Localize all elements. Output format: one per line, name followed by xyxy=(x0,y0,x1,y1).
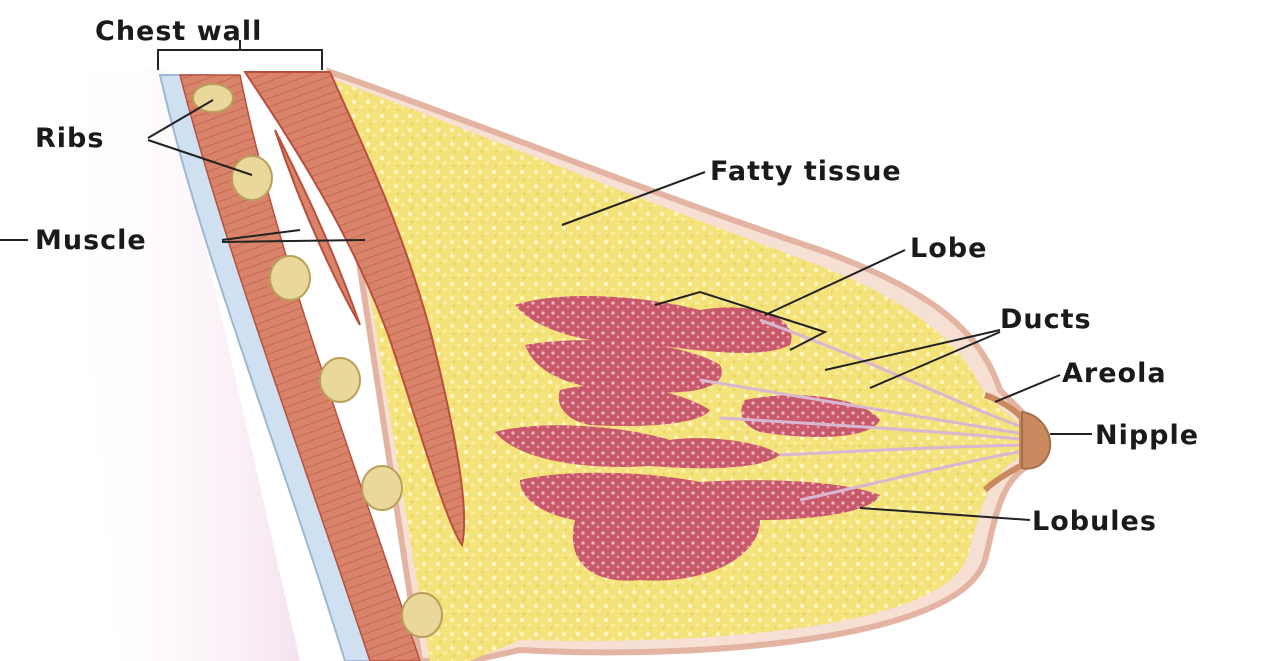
lobe-label: Lobe xyxy=(910,233,987,264)
lobules-label: Lobules xyxy=(1032,506,1157,537)
ducts-label: Ducts xyxy=(1000,304,1092,335)
nipple-shape xyxy=(1022,412,1050,469)
nipple-label: Nipple xyxy=(1095,420,1199,451)
areola-label: Areola xyxy=(1062,358,1167,389)
fatty-tissue-label: Fatty tissue xyxy=(710,156,902,187)
areola-leader xyxy=(995,375,1060,402)
muscle-label: Muscle xyxy=(35,225,147,256)
ribs-label: Ribs xyxy=(35,123,104,154)
chest-wall-label: Chest wall xyxy=(95,16,262,47)
